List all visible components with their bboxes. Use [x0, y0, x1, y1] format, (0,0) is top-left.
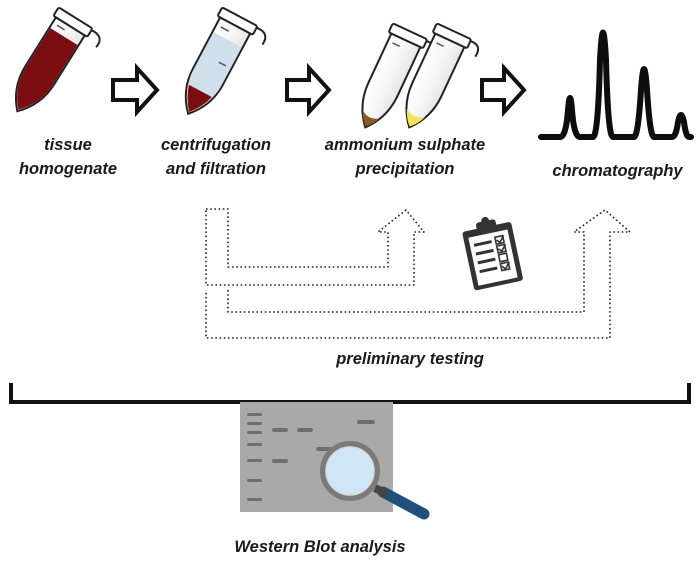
step-label-line: centrifugation — [161, 136, 271, 154]
magnifying-glass-icon — [320, 441, 430, 520]
preliminary-testing-label: preliminary testing — [336, 350, 484, 368]
chromatogram-peaks-icon — [538, 29, 694, 140]
step-label-line: homogenate — [18, 160, 118, 178]
step-label-line: and filtration — [166, 160, 266, 178]
step-label-chromatography: chromatography — [530, 159, 700, 183]
step-label-tissue-homogenate: tissue homogenate — [0, 133, 138, 181]
centrifuged-tube-icon — [184, 6, 267, 116]
feedback-arrow-chromatography — [205, 209, 631, 339]
step-label-line: ammonium sulphate — [324, 136, 486, 154]
blood-tube-icon — [14, 7, 101, 113]
western-blot-bracket — [9, 383, 691, 404]
step-label-line: tissue — [44, 136, 92, 154]
feedback-arrow-precipitation — [205, 208, 425, 286]
step-arrow-1 — [111, 62, 160, 118]
western-blot-label: Western Blot analysis — [234, 538, 406, 556]
clipboard-checklist-icon — [462, 216, 523, 291]
step-label-precipitation: ammonium sulphate precipitation — [310, 133, 500, 181]
step-arrow-2 — [285, 62, 332, 118]
step-label-line: precipitation — [355, 160, 455, 178]
step-label-centrifugation: centrifugation and filtration — [146, 133, 286, 181]
precipitate-tubes-icon — [361, 22, 480, 129]
step-label-line: chromatography — [552, 162, 683, 180]
step-arrow-3 — [480, 62, 527, 118]
